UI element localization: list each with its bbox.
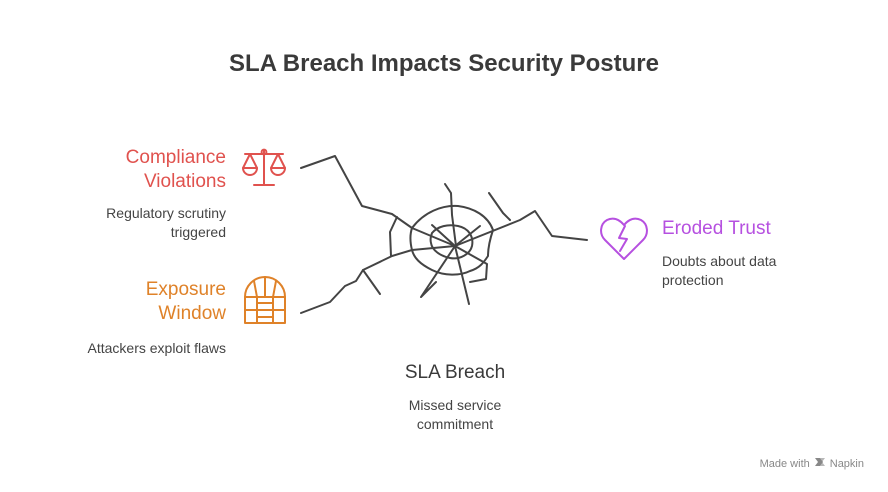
exposure-desc-line1: Attackers exploit flaws: [87, 340, 227, 356]
exposure-window-heading: Exposure Window: [146, 278, 226, 326]
sla-breach-description: Missed service commitment: [355, 396, 555, 434]
center-desc-line2: commitment: [416, 416, 494, 432]
scales-icon: [240, 146, 288, 195]
made-with-text: Made with: [759, 457, 810, 470]
exposure-description: Attackers exploit flaws: [88, 339, 227, 358]
napkin-brand-text: Napkin: [829, 457, 864, 470]
compliance-description: Regulatory scrutiny triggered: [106, 204, 226, 242]
compliance-violations-heading: Compliance Violations: [126, 146, 226, 194]
compliance-title-line2: Violations: [143, 171, 226, 192]
napkin-logo-icon: [814, 456, 826, 471]
trust-description: Doubts about data protection: [662, 252, 776, 290]
made-with-napkin-footer: Made with Napkin: [760, 456, 864, 471]
page-title: SLA Breach Impacts Security Posture: [229, 50, 659, 77]
exposure-title-line2: Window: [158, 303, 226, 324]
arched-window-icon: [242, 274, 288, 331]
compliance-title-line1: Compliance: [125, 147, 226, 168]
center-desc-line1: Missed service: [408, 397, 502, 413]
trust-desc-line2: protection: [662, 272, 724, 288]
sla-breach-heading: SLA Breach: [404, 362, 506, 383]
eroded-trust-heading: Eroded Trust: [662, 218, 771, 239]
compliance-desc-line1: Regulatory scrutiny: [106, 205, 226, 221]
exposure-title-line1: Exposure: [145, 279, 226, 300]
compliance-desc-line2: triggered: [170, 224, 226, 240]
broken-heart-icon: [598, 215, 650, 268]
trust-desc-line1: Doubts about data: [662, 253, 777, 269]
